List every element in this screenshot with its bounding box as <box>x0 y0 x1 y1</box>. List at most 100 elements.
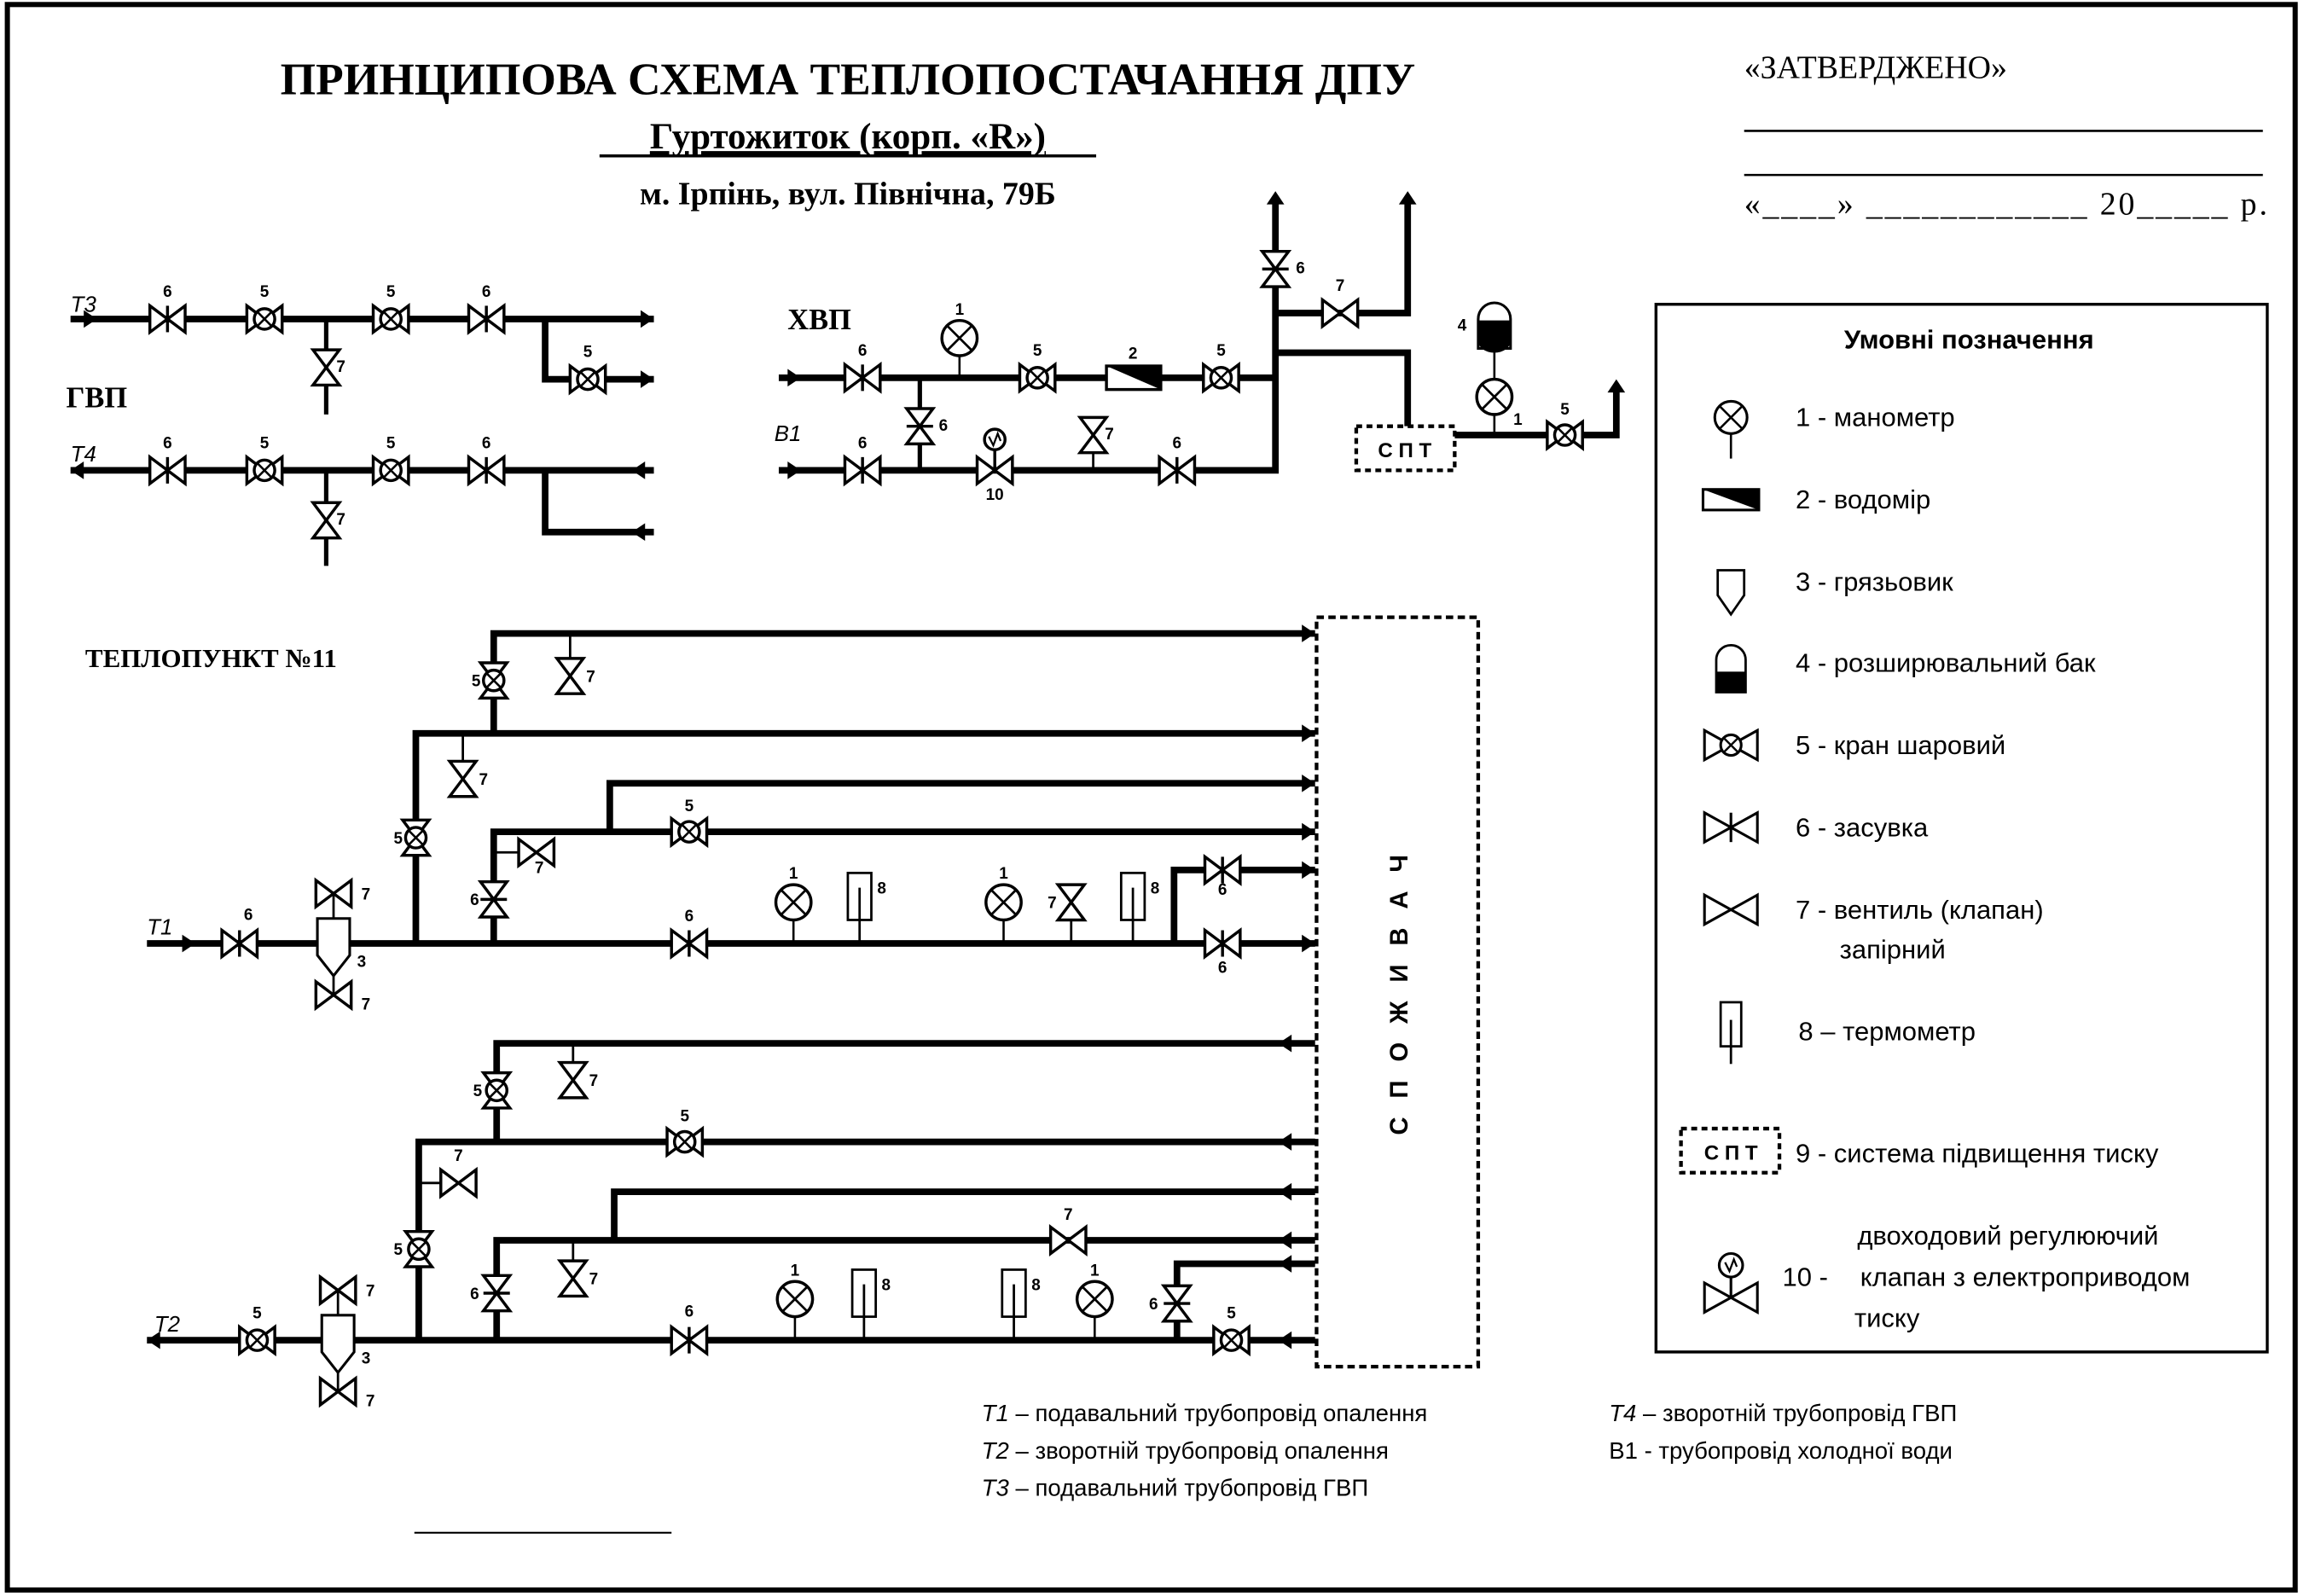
ball-cross <box>676 1134 694 1151</box>
expansion-tank-fill <box>1477 320 1511 353</box>
gate-valve-icon <box>220 927 259 960</box>
page-subtitle: Гуртожиток (корп. «R») <box>650 117 1046 157</box>
flow-arrow-icon <box>1302 934 1315 953</box>
ball-valve-icon <box>477 661 510 700</box>
valve-body <box>860 361 882 394</box>
actuator-wave <box>988 431 1002 448</box>
pipe-note-code: T2 <box>982 1437 1009 1464</box>
component-number: 5 <box>394 1241 403 1259</box>
component-number: 7 <box>1336 277 1345 295</box>
valve-body <box>446 759 479 781</box>
valve-body <box>556 1275 589 1298</box>
ball-valve-icon <box>670 815 709 849</box>
gate-valve-icon <box>843 361 882 394</box>
shutoff-valve-icon <box>314 877 353 910</box>
ball-valve-icon <box>1546 419 1584 451</box>
manometer-cross <box>781 890 806 915</box>
ball-valve-icon <box>371 454 410 487</box>
component-number: 7 <box>586 668 595 686</box>
shutoff-valve-icon <box>517 836 556 869</box>
ball-valve-icon <box>1018 361 1057 394</box>
strainer-icon <box>1716 569 1746 617</box>
ball-valve-icon <box>568 363 607 396</box>
valve-body <box>310 501 343 523</box>
legend-label: 7 - вентиль (клапан) <box>1796 895 2044 925</box>
component-number: 6 <box>470 1286 479 1303</box>
valve-body <box>484 302 506 335</box>
pipe-notes: T1 – подавальний трубопровід опаленняT2 … <box>982 1400 1958 1501</box>
pipe <box>415 1138 1315 1341</box>
legend-label: 3 - грязьовик <box>1796 567 1953 597</box>
flow-arrow-icon <box>1607 379 1626 393</box>
component-number: 6 <box>1218 959 1227 977</box>
component-number: 7 <box>336 358 345 376</box>
component-number: 1 <box>789 865 798 883</box>
component-number: 5 <box>386 283 396 301</box>
component-number: 6 <box>1173 435 1182 453</box>
valve-body <box>331 877 353 910</box>
component-number: 5 <box>1216 342 1226 360</box>
shutoff-valve-icon <box>554 657 587 695</box>
ball-valve-icon <box>402 1229 435 1268</box>
valve-body <box>843 454 866 487</box>
valve-body <box>517 836 539 869</box>
ball-cross <box>382 461 399 479</box>
component-number: 8 <box>877 879 886 897</box>
approval-date-line: «____» ____________ 20_____ р. <box>1744 187 2267 223</box>
strainer-icon <box>320 1314 356 1375</box>
valve-body <box>670 927 692 960</box>
gate-valve-icon <box>1203 853 1242 886</box>
legend-label: запірний <box>1840 934 1946 964</box>
component-number: 7 <box>454 1147 463 1165</box>
legend-label: 6 - засувка <box>1796 812 1929 842</box>
component-number: 5 <box>583 344 593 362</box>
flow-arrow-icon <box>147 1331 160 1349</box>
flow-arrow-icon <box>787 461 801 479</box>
component-number: 7 <box>336 511 345 529</box>
valve-body <box>1320 297 1343 329</box>
valve-body <box>314 877 336 910</box>
component-number: 5 <box>1227 1304 1236 1322</box>
component-number: 10 <box>986 486 1004 504</box>
pipe-label: T3 <box>71 293 97 316</box>
valve-body <box>1728 1280 1759 1315</box>
legend-item: 6 - засувка <box>1703 810 1929 844</box>
flow-arrow-icon <box>1278 1182 1292 1201</box>
valve-body <box>1054 899 1088 922</box>
ball-valve-icon <box>238 1324 276 1357</box>
section-hot-water-label: ГВП <box>67 381 128 414</box>
valve-body <box>1728 892 1759 927</box>
component-number: 5 <box>386 435 396 453</box>
valve-body <box>456 1166 478 1199</box>
valve-body <box>1160 1301 1193 1323</box>
flow-arrow-icon <box>631 461 646 479</box>
valve-body <box>1703 1280 1734 1315</box>
flow-arrow-icon <box>641 310 654 328</box>
manometer-cross <box>1482 384 1507 409</box>
pipe-note-text: – зворотній трубопровід опалення <box>1009 1437 1389 1464</box>
booster-system-box <box>1354 424 1457 473</box>
component-number: 7 <box>1048 895 1057 913</box>
gate-valve-icon <box>1160 1284 1193 1323</box>
manometer-cross <box>1718 404 1744 431</box>
valve-body <box>318 1375 341 1408</box>
pipe-note: В1 - трубопровід холодної води <box>1609 1437 1953 1464</box>
valve-body <box>1048 1224 1071 1256</box>
component-number: 1 <box>999 865 1008 883</box>
legend-label: 8 – термометр <box>1798 1017 1976 1047</box>
valve-body <box>1220 927 1242 960</box>
control-valve-icon <box>1703 1251 1759 1315</box>
valve-body <box>1203 927 1226 960</box>
legend-label: 4 - розширювальний бак <box>1796 647 2096 677</box>
component-number: 2 <box>1129 345 1138 363</box>
flow-arrow-icon <box>1278 1331 1292 1349</box>
component-number: 4 <box>1458 317 1467 335</box>
component-number: 6 <box>244 906 253 924</box>
pipe-note: T1 – подавальний трубопровід опалення <box>982 1400 1428 1426</box>
pipe-note-text: – подавальний трубопровід опалення <box>1009 1400 1428 1426</box>
valve-body <box>310 364 343 387</box>
legend-item: 8 – термометр <box>1719 1001 1976 1065</box>
gate-valve-icon <box>903 407 937 446</box>
